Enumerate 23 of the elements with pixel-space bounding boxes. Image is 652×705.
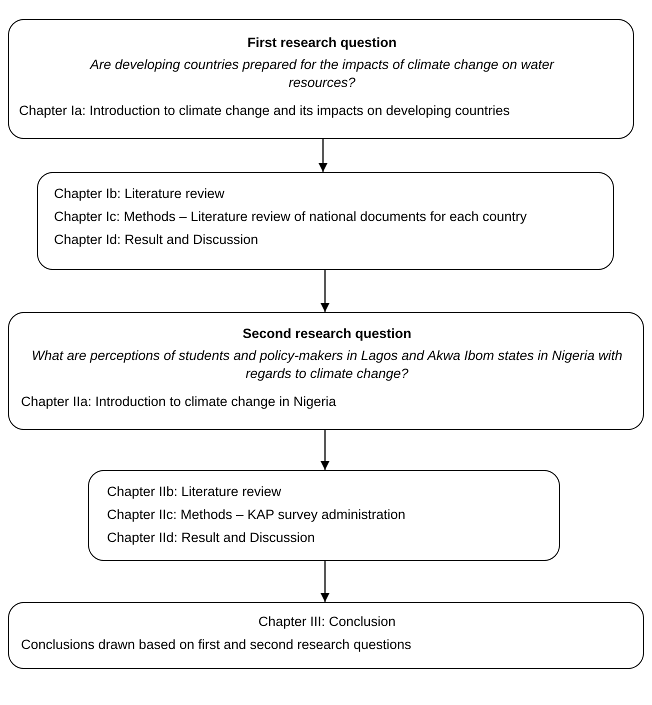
process-box bbox=[88, 470, 560, 561]
process-box bbox=[8, 602, 644, 669]
arrow bbox=[318, 139, 328, 172]
chapter-text: Chapter IId: Result and Discussion bbox=[107, 529, 316, 547]
chapter-text: Conclusions drawn based on first and second research questions bbox=[21, 636, 412, 654]
process-box bbox=[8, 19, 634, 139]
arrow bbox=[320, 561, 330, 602]
chapter-text: Chapter III: Conclusion bbox=[257, 613, 397, 631]
heading-text: First research question bbox=[246, 34, 398, 52]
arrow bbox=[320, 430, 330, 470]
chapter-text: Chapter Id: Result and Discussion bbox=[54, 231, 260, 249]
process-box bbox=[8, 312, 644, 430]
chapter-text: Chapter Ic: Methods – Literature review of national documents for each country bbox=[54, 208, 528, 226]
arrow bbox=[320, 270, 330, 312]
chapter-text: Chapter IIa: Introduction to climate change in Nigeria bbox=[21, 393, 338, 411]
chapter-text: Chapter Ia: Introduction to climate change and its impacts on developing countries bbox=[19, 102, 511, 120]
question-text: Are developing countries prepared for the impacts of climate change on water resources? bbox=[88, 56, 556, 92]
chapter-text: Chapter IIc: Methods – KAP survey administration bbox=[107, 506, 406, 524]
question-text: What are perceptions of students and policy-makers in Lagos and Akwa Ibom states in Nigeria with regards to climate change? bbox=[30, 347, 624, 383]
process-box bbox=[37, 172, 614, 270]
heading-text: Second research question bbox=[242, 325, 412, 343]
chapter-text: Chapter IIb: Literature review bbox=[107, 483, 282, 501]
chapter-text: Chapter Ib: Literature review bbox=[54, 185, 226, 203]
